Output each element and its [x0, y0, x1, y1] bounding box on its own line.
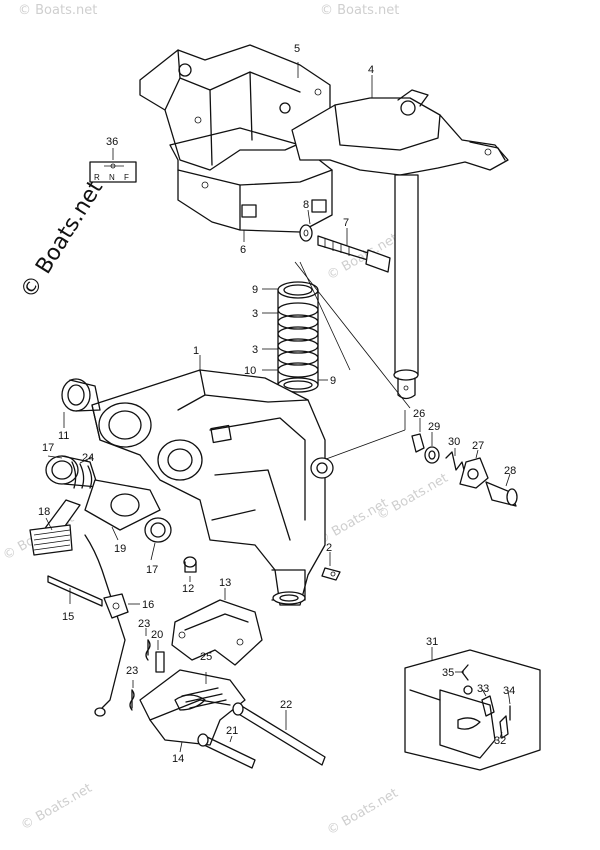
guide-lines [294, 261, 411, 463]
left-components [29, 455, 172, 561]
label-part-19: 19 [114, 543, 126, 555]
label-part-11: 11 [58, 430, 69, 442]
pins-20-23 [129, 628, 165, 711]
label-part-15: 15 [62, 611, 74, 623]
label-part-30: 30 [448, 436, 460, 448]
label-part-17-lower: 17 [146, 564, 158, 576]
label-part-22: 22 [280, 699, 292, 711]
label-part-17-upper: 17 [42, 442, 54, 454]
label-part-9-lower: 9 [330, 375, 336, 387]
swivel-bracket [91, 355, 334, 606]
steering-bracket-upper [139, 44, 333, 242]
label-part-25: 25 [200, 651, 212, 663]
grease-fitting-12 [183, 556, 197, 582]
label-part-7: 7 [343, 217, 349, 229]
label-part-9-upper: 9 [252, 284, 258, 296]
label-part-16: 16 [142, 599, 154, 611]
label-part-29: 29 [428, 421, 440, 433]
label-part-13: 13 [219, 577, 231, 589]
label-part-6: 6 [240, 244, 246, 256]
label-part-32: 32 [494, 735, 506, 747]
label-part-3-lower: 3 [252, 344, 258, 356]
decal-letter-f: F [124, 173, 129, 182]
label-part-20: 20 [151, 629, 163, 641]
label-part-33: 33 [477, 683, 489, 695]
watermark-mid-3: © Boats.net [375, 471, 451, 524]
label-part-14: 14 [172, 753, 184, 765]
label-part-3-upper: 3 [252, 308, 258, 320]
label-part-27: 27 [472, 440, 484, 452]
grease-fitting-2 [321, 552, 341, 581]
label-part-31: 31 [426, 636, 438, 648]
decal-letter-n: N [109, 173, 115, 182]
inset-assembly [404, 647, 541, 771]
bolts-21-22 [197, 702, 326, 769]
watermark-bottom-right: © Boats.net [325, 786, 401, 839]
clamp-14 [139, 669, 246, 753]
label-part-10: 10 [244, 365, 256, 377]
label-part-26: 26 [413, 408, 425, 420]
shift-decal: R N F [89, 148, 137, 183]
label-part-8: 8 [303, 199, 309, 211]
tilt-rod [47, 534, 140, 717]
bolt-7 [299, 209, 391, 273]
lower-bracket [171, 588, 263, 666]
bushing-11 [61, 378, 101, 428]
label-part-36: 36 [106, 136, 118, 148]
right-components [411, 418, 518, 507]
label-part-34: 34 [503, 685, 515, 697]
decal-letter-r: R [94, 173, 100, 182]
main-watermark: © Boats.net [16, 176, 109, 303]
label-part-4: 4 [368, 64, 374, 76]
label-part-21: 21 [226, 725, 238, 737]
label-part-5: 5 [294, 43, 300, 55]
label-part-23-lower: 23 [126, 665, 138, 677]
label-part-2: 2 [326, 542, 332, 554]
label-part-35: 35 [442, 667, 454, 679]
part-number-labels: 1 2 3 3 4 5 6 7 8 9 9 10 11 12 13 14 15 … [38, 43, 516, 765]
watermark-top-left: © Boats.net [18, 3, 97, 18]
steering-arm [291, 75, 509, 400]
label-part-24: 24 [82, 452, 94, 464]
label-part-23-upper: 23 [138, 618, 150, 630]
watermark-top-mid: © Boats.net [320, 3, 399, 18]
bushing-stack [262, 281, 328, 393]
label-part-28: 28 [504, 465, 516, 477]
label-part-12: 12 [182, 583, 194, 595]
label-part-18: 18 [38, 506, 50, 518]
watermark-mid-2: © Boats.net [315, 496, 391, 549]
watermark-bottom-left: © Boats.net [19, 781, 95, 834]
label-part-1: 1 [193, 345, 199, 357]
